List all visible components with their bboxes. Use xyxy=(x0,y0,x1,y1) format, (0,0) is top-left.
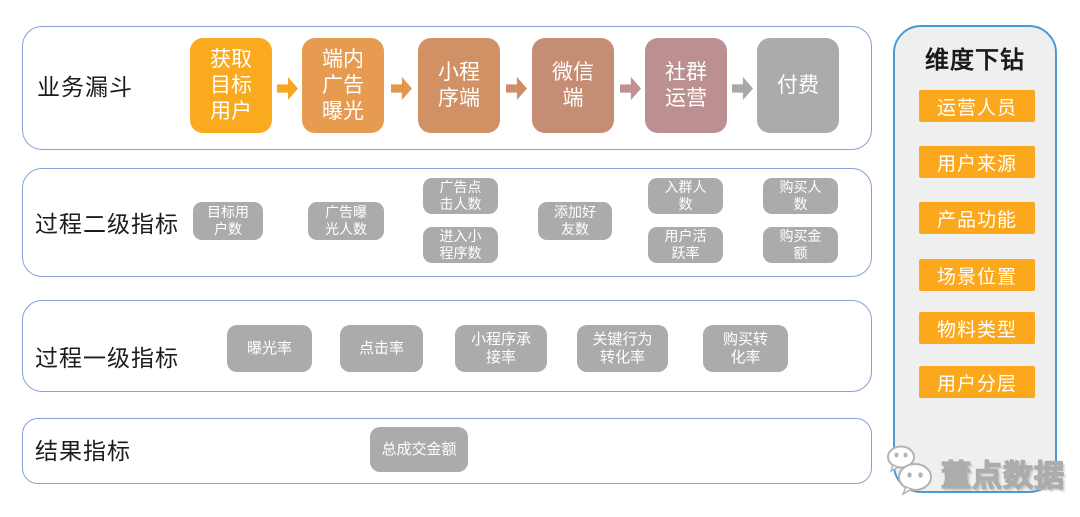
metric-box-user-active-rate: 用户活 跃率 xyxy=(648,227,723,263)
dimension-item-operator: 运营人员 xyxy=(919,90,1035,122)
funnel-stage-acquire-users: 获取 目标 用户 xyxy=(190,38,272,133)
dimension-item-label: 用户分层 xyxy=(936,373,1017,395)
funnel-stage-in-app-ad: 端内 广告 曝光 xyxy=(302,38,384,133)
dimension-item-material-type: 物料类型 xyxy=(919,312,1035,344)
funnel-row-label: 业务漏斗 xyxy=(37,75,133,100)
result-row-label: 结果指标 xyxy=(35,439,131,464)
metric-label: 购买转 化率 xyxy=(722,330,768,366)
metric-label: 目标用 户数 xyxy=(207,204,249,237)
metric-box-group-joiners: 入群人 数 xyxy=(648,178,723,214)
dimension-item-label: 物料类型 xyxy=(936,319,1017,341)
secondary-row-label: 过程二级指标 xyxy=(35,212,179,237)
funnel-stage-label: 微信 端 xyxy=(552,60,594,110)
dimension-item-user-source: 用户来源 xyxy=(919,146,1035,178)
metric-box-enter-mini-program: 进入小 程序数 xyxy=(423,227,498,263)
metric-box-mini-program-landing-rate: 小程序承 接率 xyxy=(455,325,547,372)
metric-box-purchase-conversion-rate: 购买转 化率 xyxy=(703,325,788,372)
watermark-brand-text: 董点数据 xyxy=(940,459,1065,493)
funnel-stage-wechat: 微信 端 xyxy=(532,38,614,133)
funnel-stage-label: 小程 序端 xyxy=(438,60,480,110)
metric-label: 总成交金额 xyxy=(381,440,457,458)
dimension-item-label: 场景位置 xyxy=(936,266,1017,288)
sidebar-title: 维度下钻 xyxy=(925,47,1025,74)
funnel-stage-label: 社群 运营 xyxy=(665,60,707,110)
metric-label: 小程序承 接率 xyxy=(470,330,531,366)
metric-label: 进入小 程序数 xyxy=(439,228,482,261)
metric-box-ad-click-users: 广告点 击人数 xyxy=(423,178,498,214)
metric-label: 添加好 友数 xyxy=(554,204,596,237)
metric-label: 广告曝 光人数 xyxy=(325,204,367,237)
metric-label: 入群人 数 xyxy=(664,179,707,212)
metric-box-exposure-rate: 曝光率 xyxy=(227,325,312,372)
primary-row-label: 过程一级指标 xyxy=(35,346,179,371)
metric-label: 点击率 xyxy=(358,339,404,357)
metric-label: 曝光率 xyxy=(246,339,292,357)
funnel-stage-label: 端内 广告 曝光 xyxy=(322,47,364,123)
chat-bubbles-icon xyxy=(884,444,940,501)
metric-box-purchase-amount: 购买金 额 xyxy=(763,227,838,263)
dimension-item-scene-position: 场景位置 xyxy=(919,259,1035,291)
metric-box-buyers: 购买人 数 xyxy=(763,178,838,214)
dimension-item-label: 产品功能 xyxy=(936,209,1017,231)
metric-box-click-rate: 点击率 xyxy=(340,325,423,372)
metric-label: 广告点 击人数 xyxy=(439,179,482,212)
metric-box-key-action-conversion-rate: 关键行为 转化率 xyxy=(577,325,668,372)
metric-box-ad-exposure-users: 广告曝 光人数 xyxy=(308,202,384,240)
metric-label: 用户活 跃率 xyxy=(664,228,707,261)
funnel-stage-label: 获取 目标 用户 xyxy=(210,47,252,123)
metric-box-total-gmv: 总成交金额 xyxy=(370,427,468,472)
funnel-stage-label: 付费 xyxy=(777,73,819,97)
dimension-item-user-tier: 用户分层 xyxy=(919,366,1035,398)
funnel-stage-mini-program: 小程 序端 xyxy=(418,38,500,133)
funnel-stage-community-ops: 社群 运营 xyxy=(645,38,727,133)
dimension-item-product-feature: 产品功能 xyxy=(919,202,1035,234)
dimension-item-label: 用户来源 xyxy=(936,153,1017,175)
metric-label: 购买金 额 xyxy=(779,228,822,261)
metric-label: 购买人 数 xyxy=(779,179,822,212)
metric-label: 关键行为 转化率 xyxy=(592,330,653,366)
dimension-item-label: 运营人员 xyxy=(936,97,1017,119)
metric-box-target-users: 目标用 户数 xyxy=(193,202,263,240)
metric-box-add-friends: 添加好 友数 xyxy=(538,202,612,240)
funnel-stage-pay: 付费 xyxy=(757,38,839,133)
